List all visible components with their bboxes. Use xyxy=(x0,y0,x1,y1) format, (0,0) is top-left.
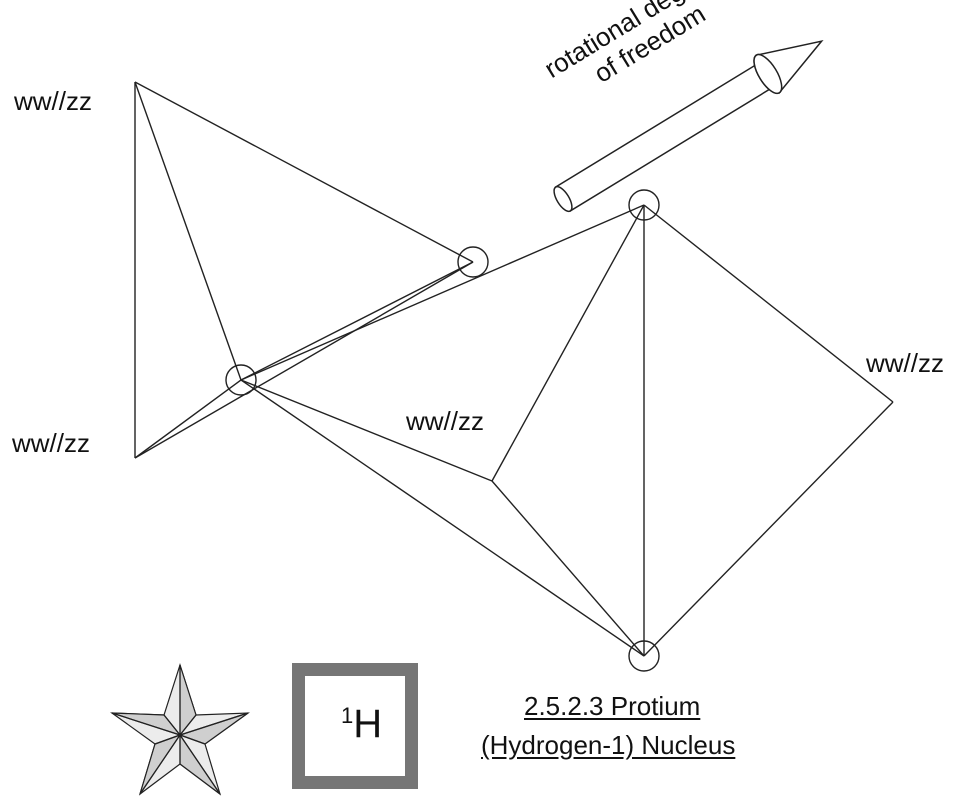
joint-circle xyxy=(225,364,257,396)
edge xyxy=(643,204,894,403)
vertex-label-right: ww//zz xyxy=(866,348,944,378)
arrow-shaft-end xyxy=(553,185,573,213)
joint-circle xyxy=(628,640,660,672)
joint-circles xyxy=(225,189,660,672)
edge xyxy=(240,204,645,381)
element-symbol: 1H xyxy=(341,704,382,744)
edge xyxy=(134,261,474,459)
edge xyxy=(643,401,894,657)
joint-circle xyxy=(628,189,660,221)
edge xyxy=(491,204,645,482)
arrow-collar-front xyxy=(753,53,783,95)
vertex-label-bottom-left: ww//zz xyxy=(12,428,90,458)
symbol: H xyxy=(353,702,383,746)
edge xyxy=(134,81,242,381)
vertex-label-center: ww//zz xyxy=(406,406,484,436)
caption-line2: (Hydrogen-1) Nucleus xyxy=(481,730,736,760)
caption-line1: 2.5.2.3 Protium xyxy=(524,691,701,721)
left-tetrahedron xyxy=(134,81,474,459)
vertex-label-top-left: ww//zz xyxy=(14,86,92,116)
edge xyxy=(240,261,474,381)
edge xyxy=(134,379,242,459)
edge xyxy=(134,81,474,263)
right-tetrahedron xyxy=(240,204,894,657)
joint-circle xyxy=(457,246,489,278)
arrow-icon xyxy=(553,39,824,213)
edge xyxy=(491,480,645,657)
mass-number: 1 xyxy=(341,703,354,728)
edge xyxy=(240,379,645,657)
edge xyxy=(240,379,493,482)
element-box-icon: 1H xyxy=(292,663,418,789)
star-icon xyxy=(110,663,250,796)
